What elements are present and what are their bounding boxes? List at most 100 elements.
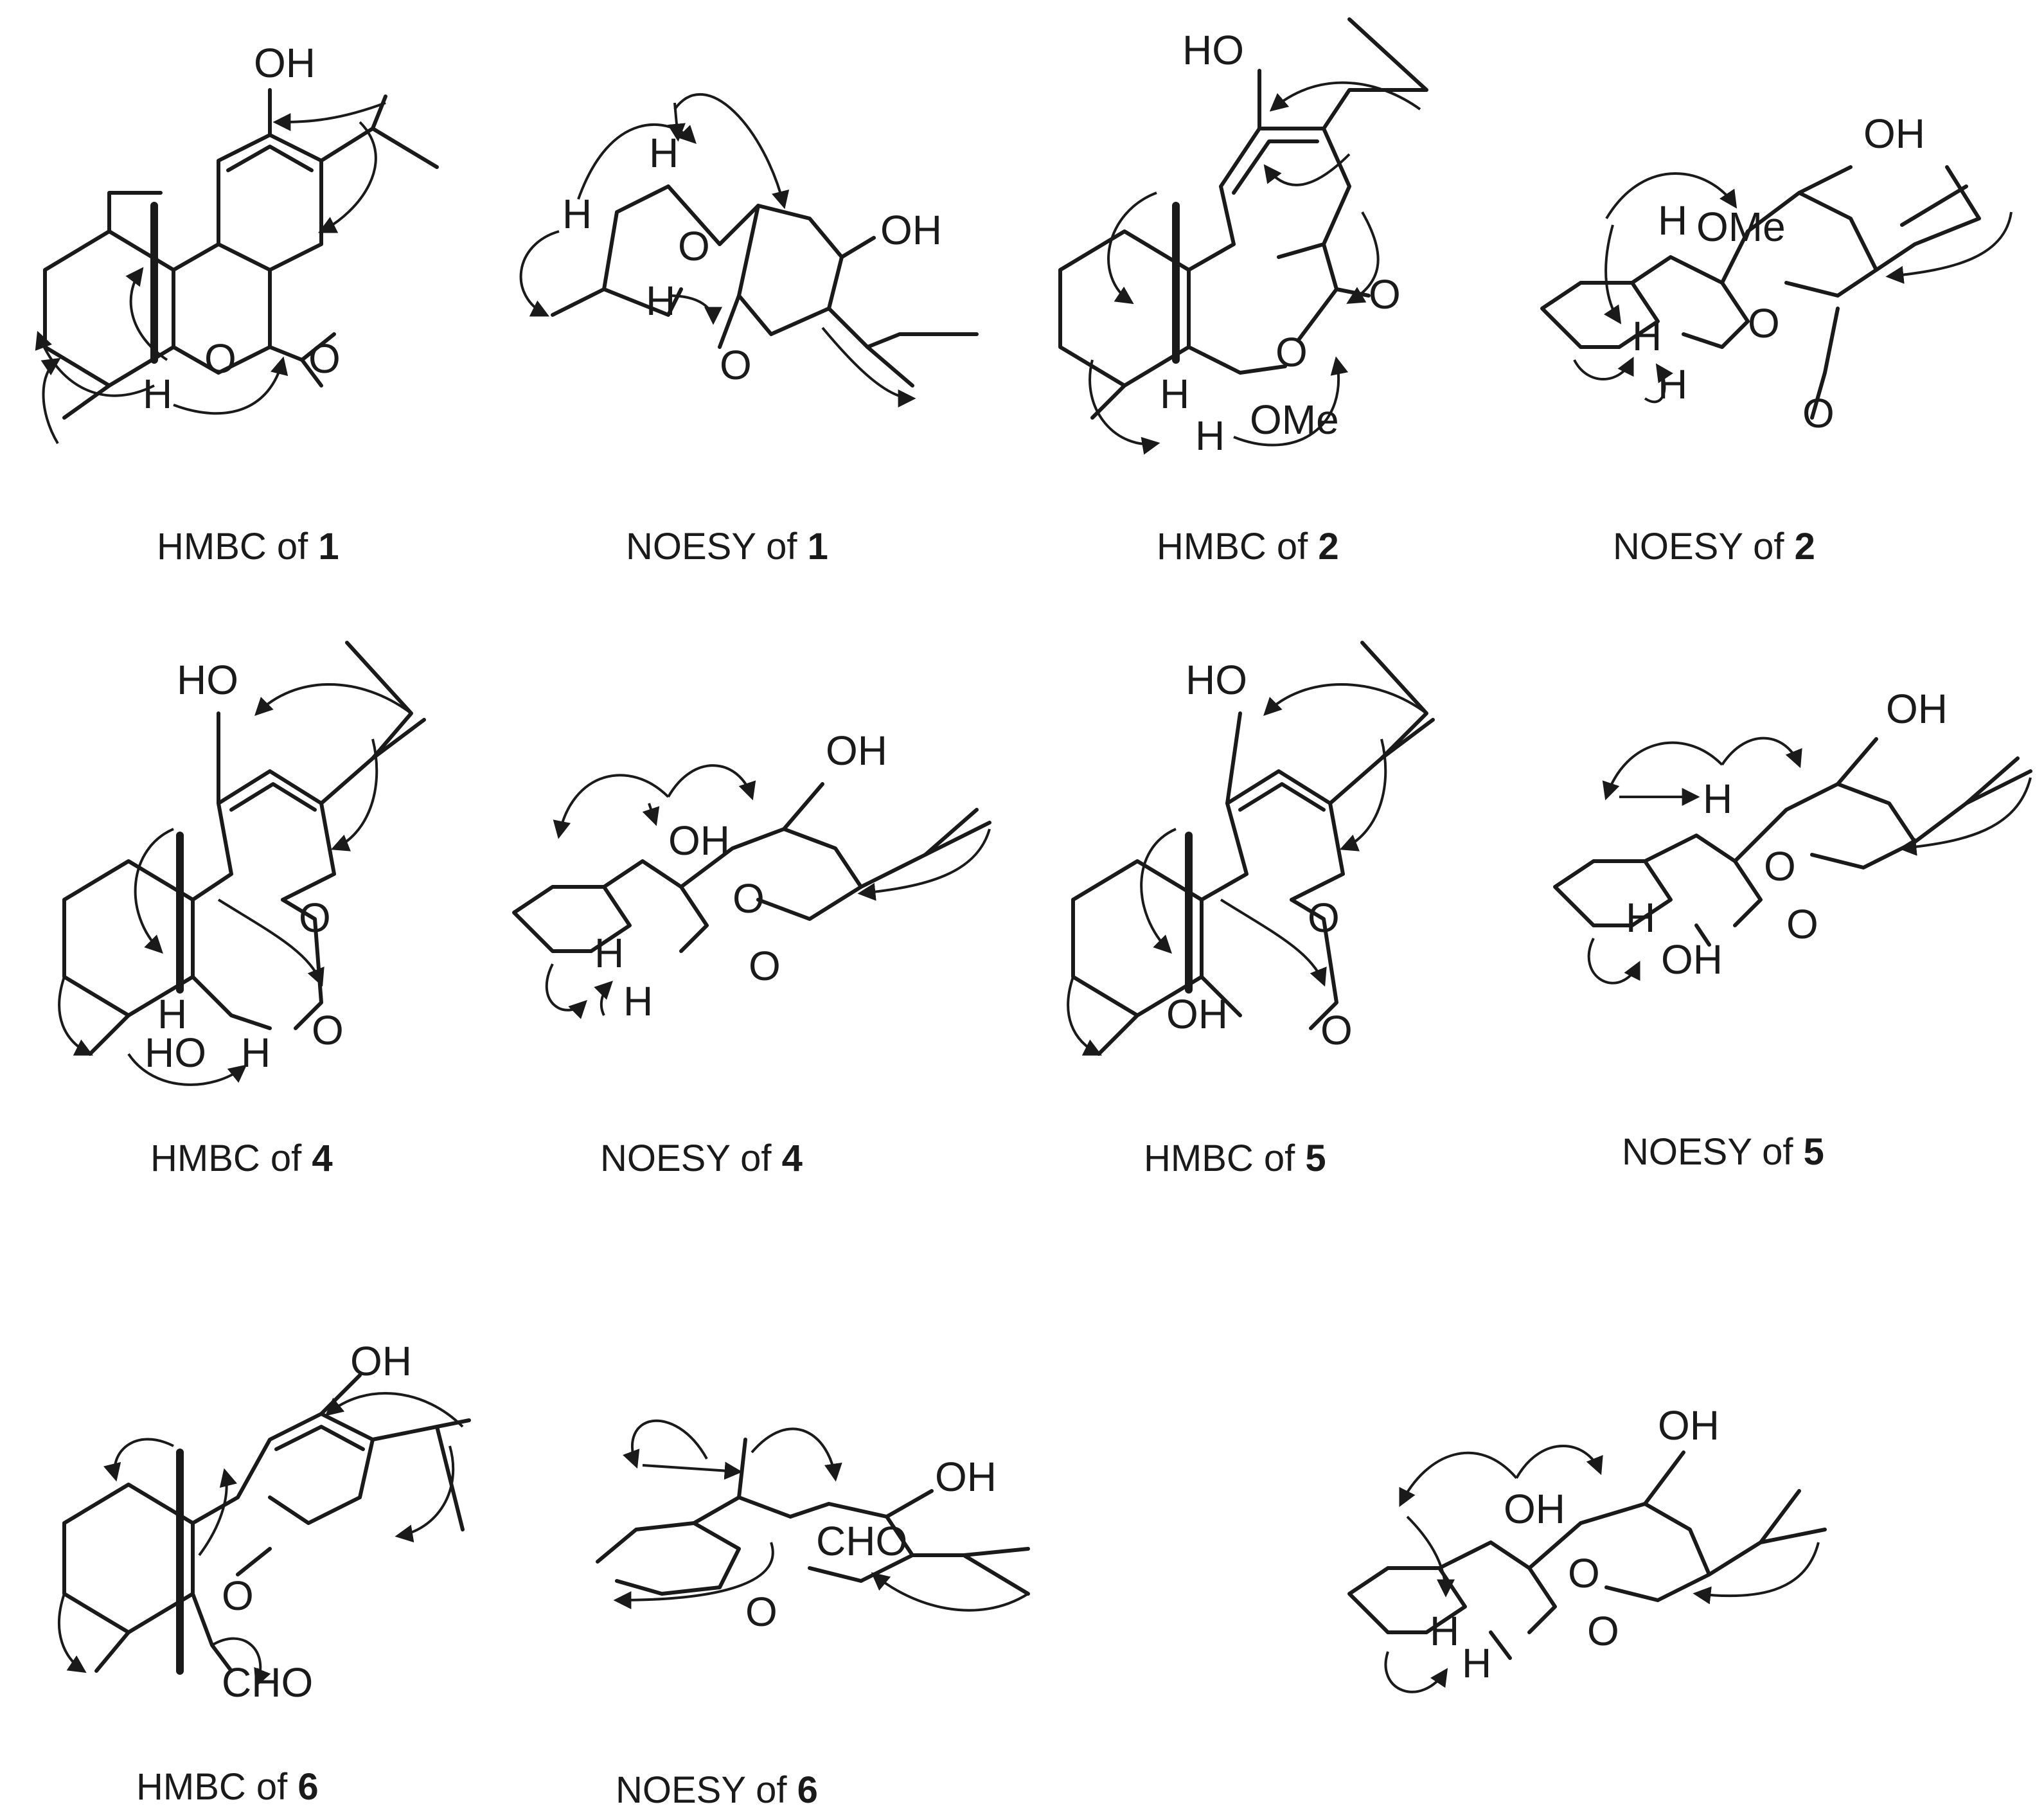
atom-label: O: [1275, 329, 1308, 375]
atom-label: OH: [935, 1454, 997, 1500]
compound-number: 4: [782, 1138, 803, 1179]
atom-label: HO: [1182, 27, 1244, 73]
caption-prefix: HMBC of: [1144, 1138, 1305, 1179]
atom-label: H: [1462, 1640, 1491, 1686]
correlation-arrows: [1573, 172, 2013, 404]
compound-number: 5: [1804, 1131, 1824, 1173]
caption-noesy-4: NOESY of 4: [600, 1138, 803, 1179]
correlation-arrows: [58, 1391, 464, 1688]
molecule-structure: [62, 1373, 471, 1675]
atom-label: OH: [350, 1338, 412, 1384]
atom-label: O: [222, 1573, 254, 1619]
atom-label: HO: [1186, 657, 1247, 703]
atom-label: OH: [1166, 991, 1228, 1037]
caption-hmbc-2: HMBC of 2: [1157, 526, 1339, 567]
atom-label: H: [594, 930, 624, 976]
caption-hmbc-6: HMBC of 6: [136, 1766, 319, 1808]
atom-label: O: [745, 1589, 778, 1635]
caption-hmbc-5: HMBC of 5: [1144, 1138, 1326, 1179]
atom-label: O: [733, 875, 765, 922]
panel-extra: OH OH O H O H: [1347, 1402, 1827, 1693]
atom-label: O: [749, 943, 781, 989]
atom-label: O: [1587, 1608, 1619, 1654]
atom-label: H: [1703, 776, 1732, 822]
caption-noesy-5: NOESY of 5: [1622, 1131, 1824, 1173]
compound-number: 2: [1795, 526, 1815, 567]
panel-hmbc-1: OH H O O: [35, 40, 439, 445]
molecule-structure: [43, 88, 439, 420]
atom-label: O: [720, 342, 752, 388]
caption-prefix: NOESY of: [1622, 1131, 1804, 1173]
caption-prefix: NOESY of: [616, 1769, 797, 1811]
atom-label: OH: [1886, 686, 1948, 732]
correlation-arrows: [1587, 736, 2032, 985]
atom-label: H: [1430, 1608, 1459, 1654]
compound-number: 2: [1318, 526, 1338, 567]
correlation-arrows: [545, 764, 991, 1019]
correlation-arrows: [58, 683, 413, 1086]
panel-noesy-5: OH H O H O OH: [1553, 686, 2032, 985]
atom-label: CHO: [222, 1659, 313, 1706]
atom-label: H: [1658, 361, 1687, 407]
molecule-structure: [1071, 641, 1435, 1056]
correlation-arrows: [1067, 683, 1428, 1056]
panel-hmbc-4: HO O H O HO H: [58, 641, 426, 1086]
compound-number: 4: [312, 1138, 332, 1179]
caption-prefix: NOESY of: [600, 1138, 782, 1179]
atom-label: HO: [177, 657, 238, 703]
molecule-structure: [1540, 165, 1981, 420]
caption-hmbc-4: HMBC of 4: [150, 1138, 333, 1179]
caption-noesy-6: NOESY of 6: [616, 1769, 818, 1811]
panel-noesy-1: H H O OH H O: [519, 93, 979, 407]
molecule-structure: [512, 782, 991, 953]
atom-label: H: [1658, 197, 1687, 244]
correlation-arrows: [519, 93, 916, 407]
compound-number: 6: [797, 1769, 818, 1811]
caption-prefix: HMBC of: [1157, 526, 1318, 567]
atom-label: OH: [826, 727, 887, 774]
atom-label: O: [308, 335, 341, 382]
caption-prefix: HMBC of: [136, 1766, 298, 1808]
atom-label: O: [312, 1007, 344, 1053]
atom-label: H: [1632, 313, 1662, 359]
compound-number: 1: [808, 526, 828, 567]
panel-hmbc-6: OH O CHO: [58, 1338, 471, 1706]
atom-label: OH: [1504, 1486, 1565, 1532]
correlation-arrows: [1089, 81, 1421, 455]
atom-label: H: [649, 130, 679, 176]
compound-number: 1: [318, 526, 339, 567]
atom-label: O: [1764, 843, 1796, 889]
atom-label: O: [1320, 1007, 1353, 1053]
caption-prefix: NOESY of: [1613, 526, 1795, 567]
caption-prefix: HMBC of: [150, 1138, 312, 1179]
atom-label: H: [241, 1030, 271, 1076]
atom-label: O: [1308, 895, 1340, 941]
correlation-arrows: [613, 1419, 1029, 1612]
atom-label: H: [646, 278, 675, 324]
atom-label: O: [299, 895, 331, 941]
atom-label: OH: [880, 207, 942, 253]
atom-label: HO: [145, 1030, 206, 1076]
caption-noesy-1: NOESY of 1: [626, 526, 828, 567]
atom-label: H: [623, 978, 653, 1024]
molecule-structure: [596, 1438, 1030, 1596]
atom-label: OH: [254, 40, 315, 86]
molecule-structure: [551, 184, 979, 388]
panel-hmbc-2: HO O O H OMe H: [1058, 17, 1428, 459]
caption-hmbc-1: HMBC of 1: [157, 526, 339, 567]
atom-label: H: [143, 371, 172, 417]
molecule-structure: [1058, 17, 1428, 420]
atom-label: H: [562, 191, 592, 237]
panel-noesy-4: OH OH O H O H: [512, 727, 991, 1024]
atom-label: OMe: [1250, 397, 1339, 443]
atom-label: O: [1786, 901, 1818, 947]
caption-prefix: HMBC of: [157, 526, 318, 567]
atom-label: H: [157, 991, 187, 1037]
panel-noesy-2: OH H OMe H O H O: [1540, 111, 2013, 436]
molecule-structure: [62, 641, 426, 1056]
atom-label: OH: [668, 817, 730, 864]
atom-label: H: [1160, 371, 1189, 417]
molecule-structure: [1347, 1450, 1827, 1660]
atom-label: CHO: [816, 1518, 907, 1564]
